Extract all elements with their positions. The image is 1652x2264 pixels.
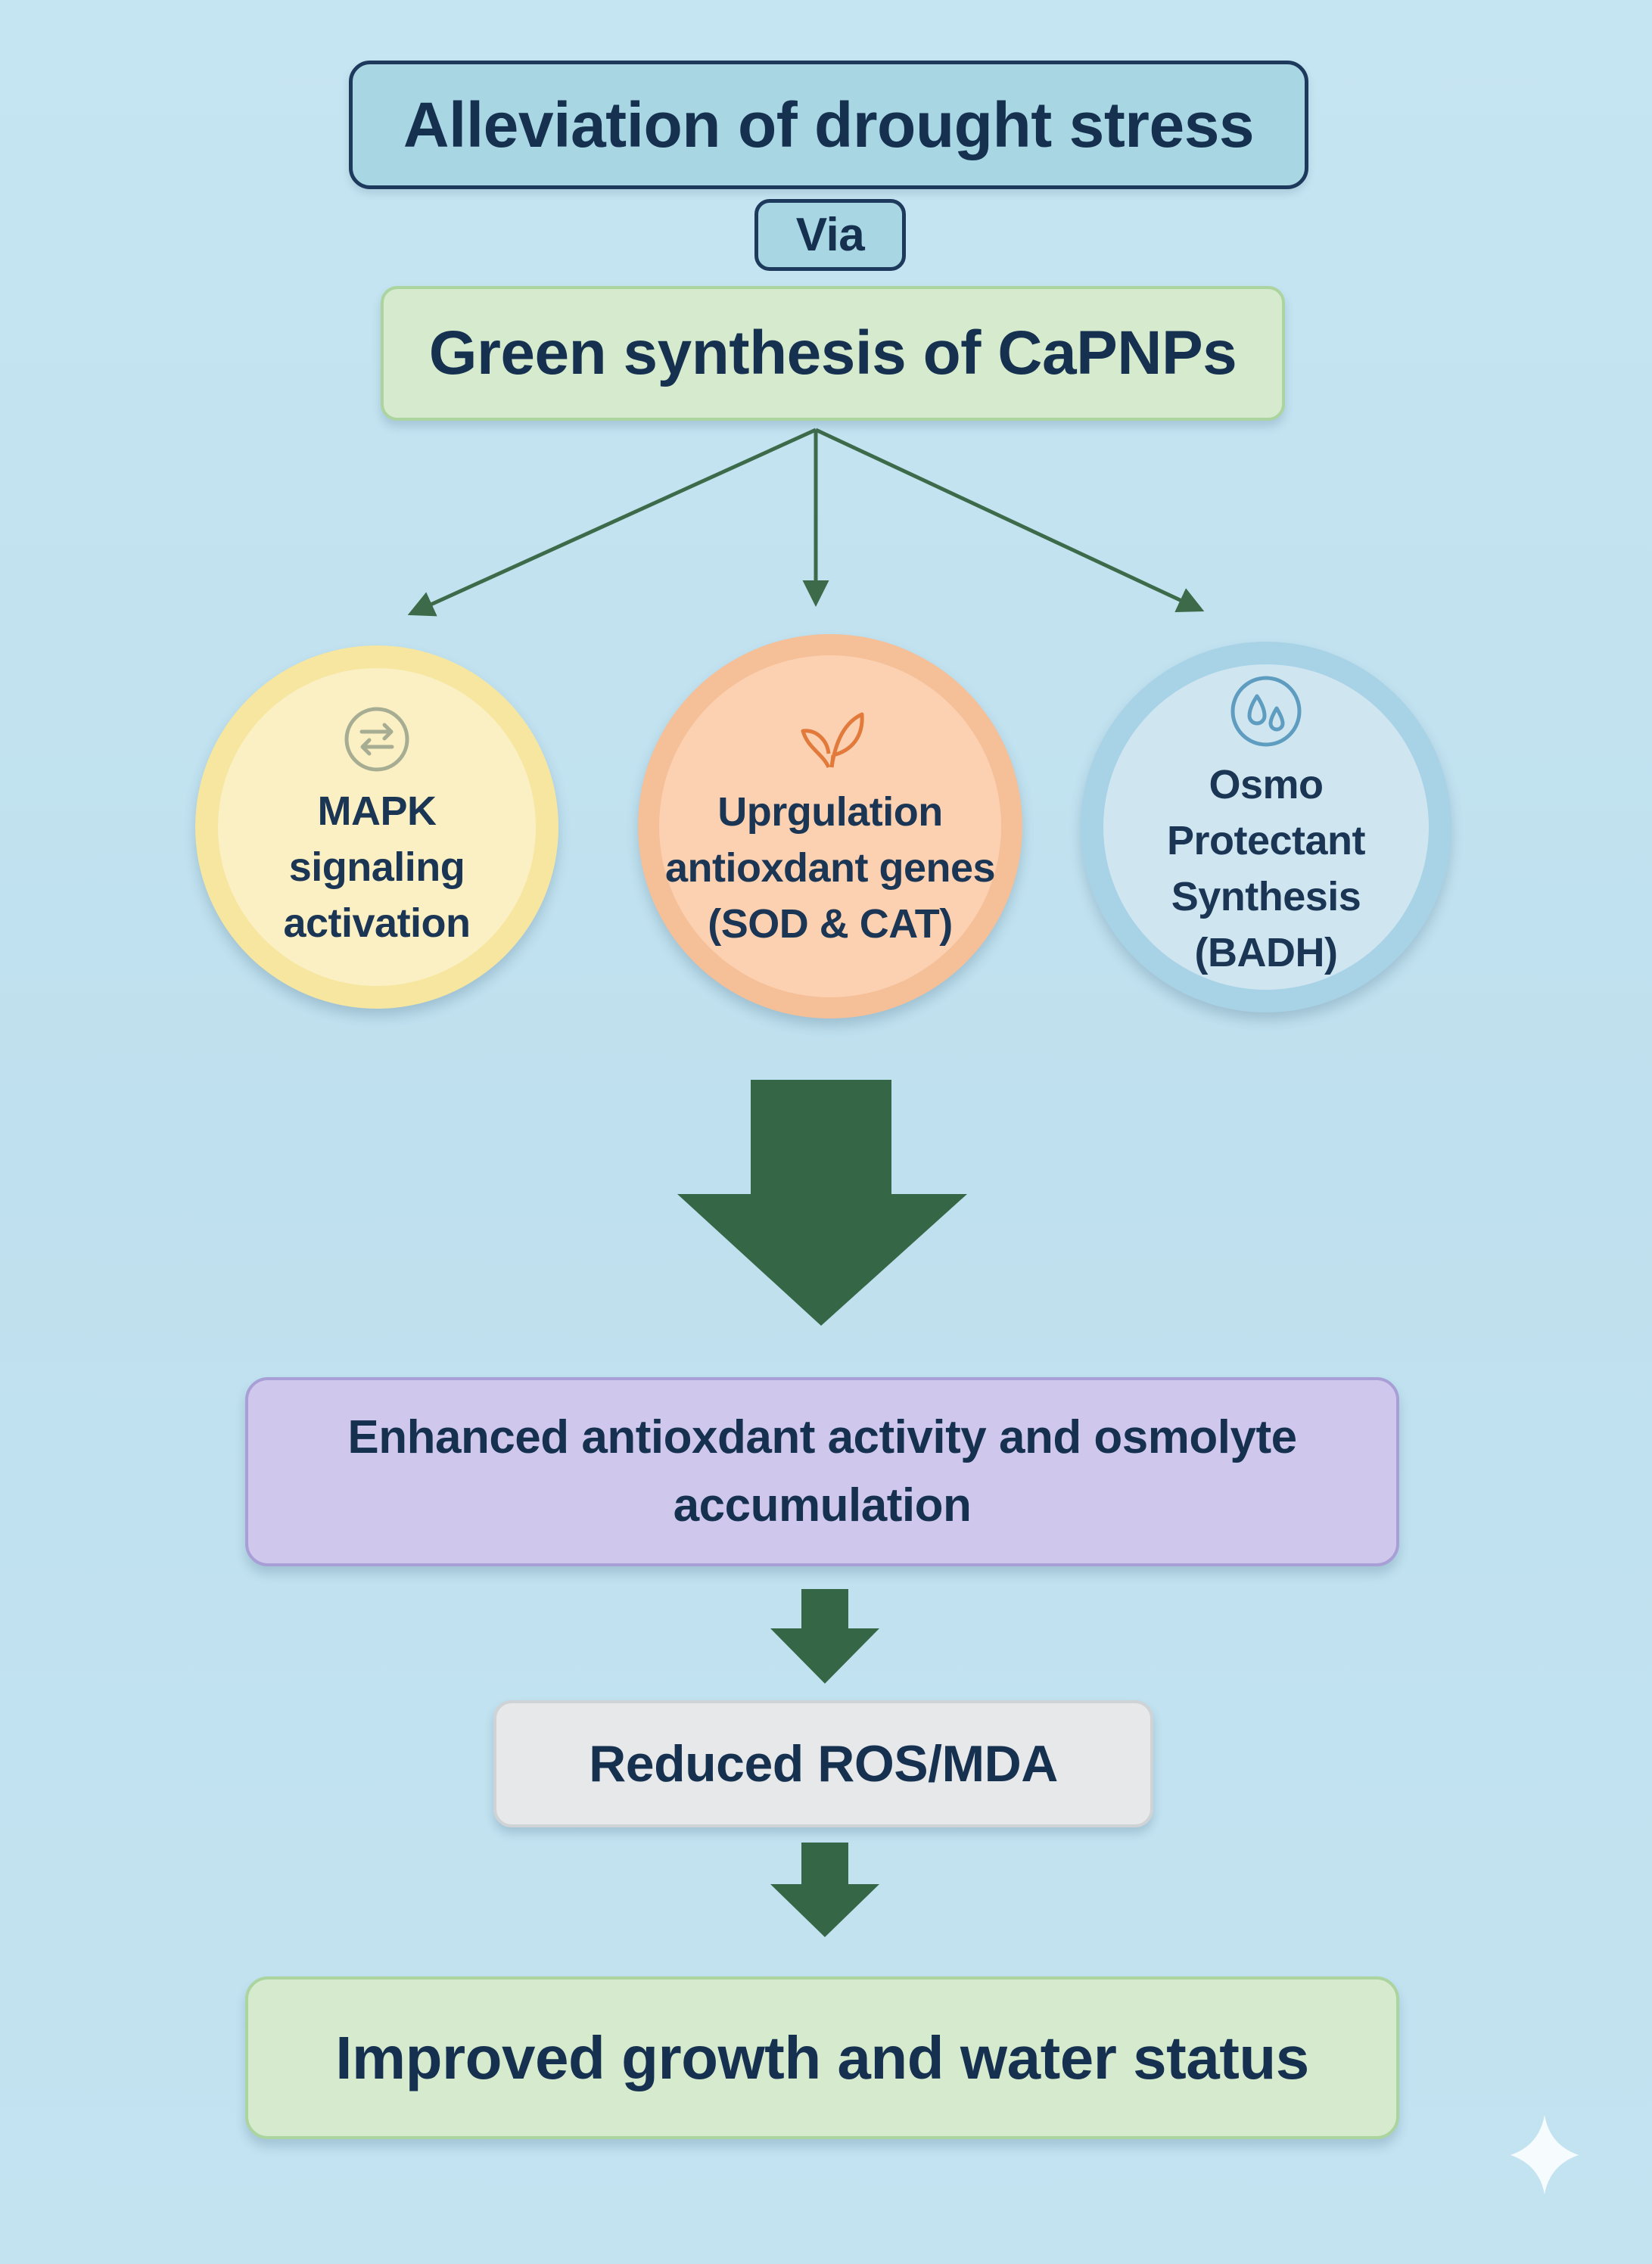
via-label: Via <box>754 199 906 271</box>
green-synthesis-box: Green synthesis of CaPNPs <box>381 286 1285 421</box>
water-drops-icon <box>1230 676 1302 747</box>
upregulation-label-line-1: Uprgulation <box>717 789 943 835</box>
leaf-sprout-icon <box>801 712 864 769</box>
mapk-label-line-3: activation <box>283 900 471 946</box>
upregulation-label-line-3: (SOD & CAT) <box>708 901 953 947</box>
down-arrow-to-ros <box>770 1589 879 1684</box>
osmo-label-line-3: Synthesis <box>1171 874 1361 919</box>
mapk-circle: MAPK signaling activation <box>195 645 558 1009</box>
enhanced-activity-box: Enhanced antioxdant activity and osmolyt… <box>245 1377 1399 1566</box>
reduced-ros-box: Reduced ROS/MDA <box>493 1700 1153 1827</box>
arrow-to-osmo <box>814 428 1205 612</box>
mapk-label-line-2: signaling <box>288 844 465 890</box>
osmo-label-line-1: Osmo <box>1209 762 1324 807</box>
down-arrow-to-improved <box>770 1843 879 1937</box>
improved-growth-box: Improved growth and water status <box>245 1976 1399 2139</box>
enhanced-line-2: accumulation <box>673 1479 972 1532</box>
upregulation-label-line-2: antioxdant genes <box>664 845 996 891</box>
big-down-arrow <box>677 1080 967 1326</box>
exchange-arrows-icon <box>344 707 409 772</box>
upregulation-circle: Uprgulation antioxdant genes (SOD & CAT) <box>638 634 1022 1018</box>
osmo-circle: Osmo Protectant Synthesis (BADH) <box>1081 642 1451 1012</box>
osmo-label-line-2: Protectant <box>1166 818 1366 863</box>
title-box: Alleviation of drought stress <box>349 61 1308 189</box>
arrow-to-mapk <box>407 428 817 617</box>
enhanced-line-1: Enhanced antioxdant activity and osmolyt… <box>347 1411 1297 1463</box>
mapk-label-line-1: MAPK <box>317 788 437 834</box>
osmo-label-line-4: (BADH) <box>1194 930 1338 975</box>
sparkle-icon <box>1510 2115 1579 2194</box>
